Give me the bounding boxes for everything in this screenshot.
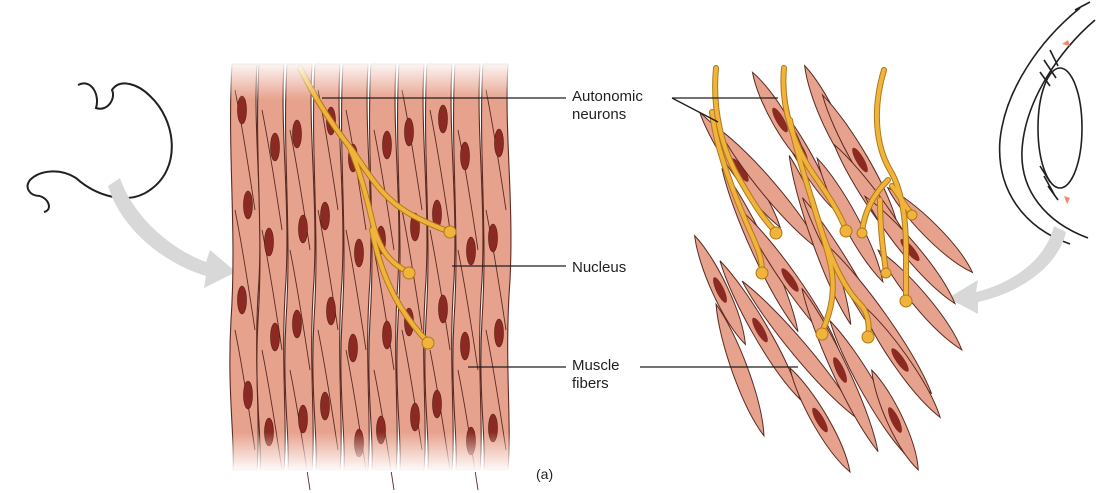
nucleus xyxy=(495,129,504,157)
nucleus xyxy=(293,120,302,148)
nucleus xyxy=(271,133,280,161)
tissue-fade-top xyxy=(225,60,515,100)
nucleus xyxy=(439,295,448,323)
curved-arrow-left-icon xyxy=(108,178,236,288)
nucleus xyxy=(467,237,476,265)
nucleus xyxy=(411,403,420,431)
muscle-fibers-label-line2: fibers xyxy=(572,375,620,393)
nucleus xyxy=(244,191,253,219)
autonomic-neurons-label: Autonomic neurons xyxy=(572,88,643,124)
nucleus xyxy=(405,118,414,146)
nucleus xyxy=(321,202,330,230)
nucleus xyxy=(299,215,308,243)
figure-caption: (a) xyxy=(536,465,553,483)
nucleus xyxy=(293,310,302,338)
nucleus xyxy=(244,381,253,409)
nucleus xyxy=(461,332,470,360)
nucleus-label: Nucleus xyxy=(572,259,626,277)
nucleus xyxy=(461,142,470,170)
muscle-fiber-column xyxy=(257,64,287,470)
eye-muscle-mark-icon xyxy=(1062,40,1070,204)
nucleus xyxy=(238,286,247,314)
nucleus xyxy=(495,319,504,347)
muscle-fibers-label-line1: Muscle xyxy=(572,357,620,375)
nucleus xyxy=(383,321,392,349)
muscle-fiber-column xyxy=(453,64,483,470)
tissue-fade-bottom xyxy=(225,432,515,472)
nucleus xyxy=(433,390,442,418)
nucleus xyxy=(349,334,358,362)
muscle-fibers-label: Muscle fibers xyxy=(572,357,620,393)
spindle-cell xyxy=(816,91,905,229)
muscle-fiber-column xyxy=(341,64,371,470)
nucleus xyxy=(327,297,336,325)
nucleus xyxy=(383,131,392,159)
nucleus xyxy=(439,105,448,133)
nucleus xyxy=(265,228,274,256)
autonomic-neurons-label-line1: Autonomic xyxy=(572,88,643,106)
nucleus xyxy=(321,392,330,420)
curved-arrow-right-icon xyxy=(948,226,1066,314)
nucleus xyxy=(238,96,247,124)
nucleus xyxy=(355,239,364,267)
autonomic-neurons-label-line2: neurons xyxy=(572,106,643,124)
longitudinal-muscle-tissue xyxy=(230,64,511,490)
nucleus xyxy=(489,224,498,252)
nucleus xyxy=(271,323,280,351)
nucleus xyxy=(299,405,308,433)
stomach-icon xyxy=(28,83,172,212)
eye-cross-section-icon xyxy=(1000,2,1095,244)
